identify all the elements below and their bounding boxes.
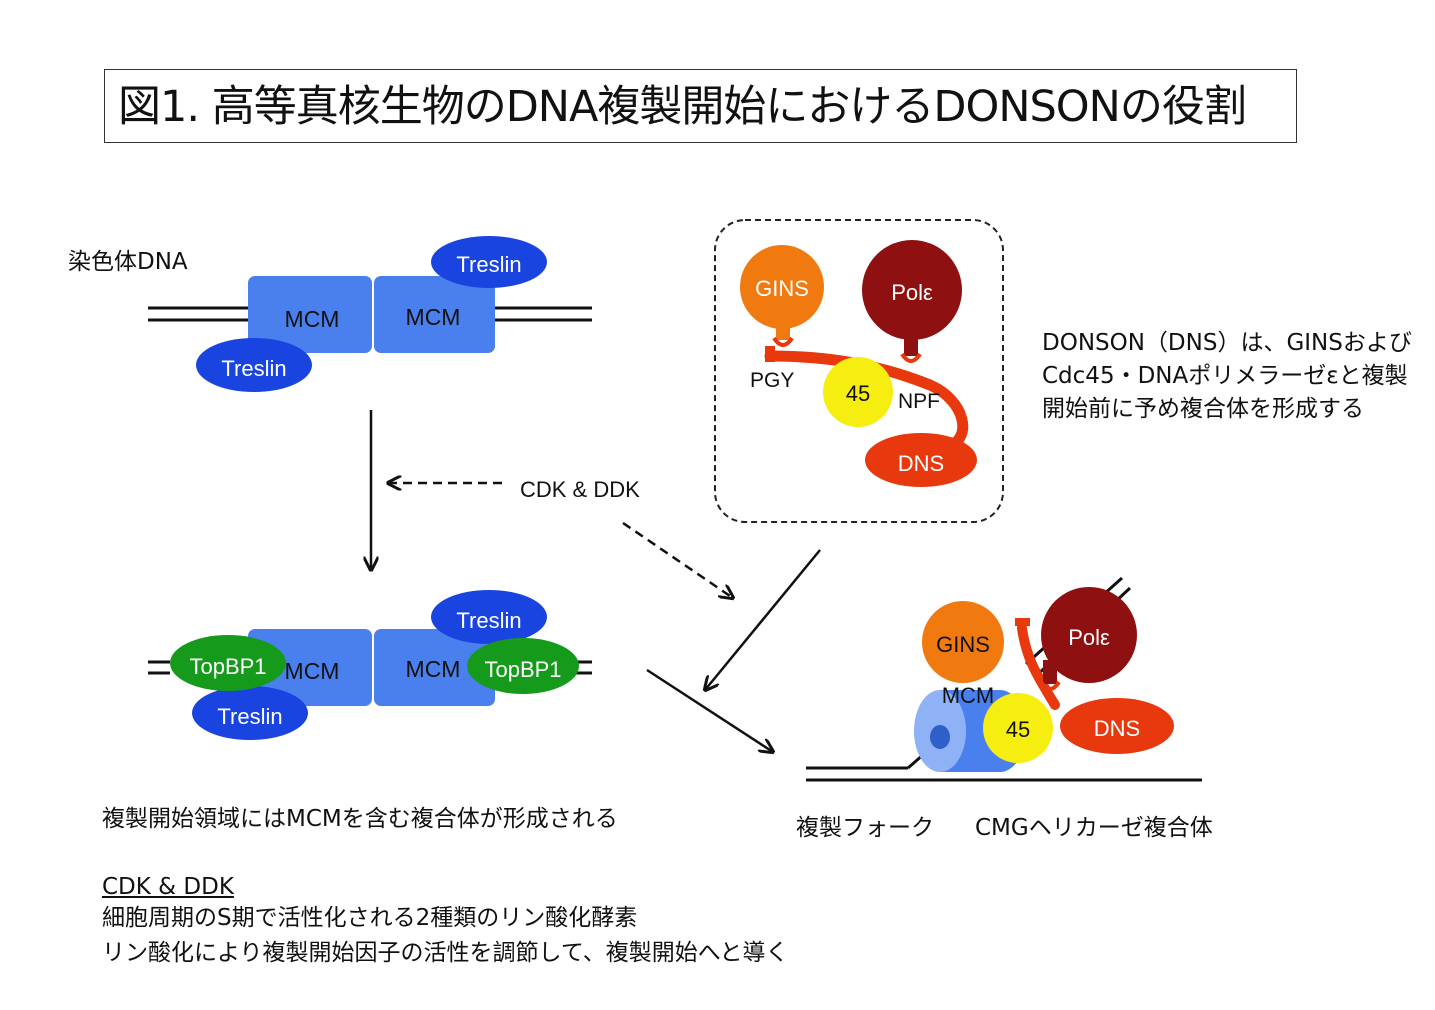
dna-strands-top xyxy=(148,306,592,322)
pole-circle xyxy=(862,240,962,340)
dashed-arrow-diagonal xyxy=(622,521,733,598)
mcm-label: MCM xyxy=(285,658,340,684)
dns-chain xyxy=(764,346,969,454)
gins-label: GINS xyxy=(936,632,990,657)
treslin-label: Treslin xyxy=(217,704,282,729)
cdc45-label: 45 xyxy=(846,381,870,406)
chromosome-dna-label: 染色体DNA xyxy=(68,249,188,275)
topbp1-label: TopBP1 xyxy=(484,657,561,682)
topbp1-ellipse xyxy=(170,635,286,691)
replication-fork-label: 複製フォーク xyxy=(796,815,934,841)
donson-complex-box xyxy=(714,219,1004,523)
footnote-line-2: リン酸化により複製開始因子の活性を調節して、複製開始へと導く xyxy=(102,940,789,966)
gins-label: GINS xyxy=(755,276,809,301)
footnote-line-1: 細胞周期のS期で活性化される2種類のリン酸化酵素 xyxy=(102,905,638,931)
treslin-label: Treslin xyxy=(456,608,521,633)
pgy-label: PGY xyxy=(750,369,794,392)
arrow-to-cmg-from-top xyxy=(705,549,821,690)
topbp1-label: TopBP1 xyxy=(189,654,266,679)
cdc45-circle xyxy=(983,693,1053,763)
cdc45-circle xyxy=(823,357,893,427)
arrow-to-cmg-from-left xyxy=(646,668,773,752)
mcm-label: MCM xyxy=(406,656,461,682)
treslin-ellipse xyxy=(431,236,547,288)
gins-circle xyxy=(922,601,1004,683)
mcm-block-right-top xyxy=(374,276,495,353)
mcm-block-left-mid xyxy=(248,629,372,706)
mcm-block-left-top xyxy=(248,276,372,353)
origin-complex-caption: 複製開始領域にはMCMを含む複合体が形成される xyxy=(102,806,618,832)
cdc45-label: 45 xyxy=(1006,717,1030,742)
npf-label: NPF xyxy=(898,390,940,413)
pole-label: Polε xyxy=(1068,625,1110,650)
dns-chain-cmg xyxy=(1015,618,1060,710)
dns-ellipse xyxy=(1060,698,1174,754)
figure-title: 図1. 高等真核生物のDNA複製開始におけるDONSONの役割 xyxy=(118,82,1247,132)
cmg-helicase-label: CMGヘリカーゼ複合体 xyxy=(975,815,1213,841)
donson-note-line-1: DONSON（DNS）は、GINSおよび xyxy=(1042,330,1412,356)
title-box xyxy=(104,69,1297,143)
mcm-label: MCM xyxy=(406,304,461,330)
treslin-label: Treslin xyxy=(221,356,286,381)
treslin-ellipse xyxy=(192,686,308,740)
mcm-label: MCM xyxy=(942,683,995,708)
pole-circle xyxy=(1041,587,1137,683)
dns-ellipse xyxy=(865,433,977,487)
dns-label: DNS xyxy=(898,451,944,476)
topbp1-ellipse xyxy=(467,638,579,694)
donson-note-line-2: Cdc45・DNAポリメラーゼεと複製 xyxy=(1042,363,1408,389)
gins-circle xyxy=(740,245,824,329)
dns-label: DNS xyxy=(1094,716,1140,741)
mcm-label: MCM xyxy=(285,306,340,332)
treslin-ellipse xyxy=(196,338,312,392)
footnote-heading: CDK & DDK xyxy=(102,874,234,900)
treslin-label: Treslin xyxy=(456,252,521,277)
mcm-block-right-mid xyxy=(374,629,495,706)
cdk-ddk-label: CDK & DDK xyxy=(520,477,640,502)
pole-label: Polε xyxy=(891,280,933,305)
treslin-ellipse xyxy=(431,590,547,644)
donson-note-line-3: 開始前に予め複合体を形成する xyxy=(1042,396,1364,422)
